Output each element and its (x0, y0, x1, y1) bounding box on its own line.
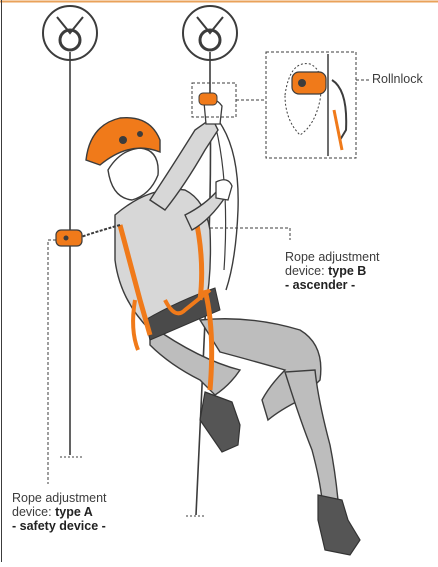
climber-legs (150, 319, 360, 555)
type-b-line1: Rope adjustment (285, 251, 380, 264)
type-a-device-icon (56, 230, 82, 246)
climber-head (86, 118, 160, 200)
rollnlock-icon (292, 72, 326, 94)
type-b-name: type B (328, 264, 366, 278)
right-boot (318, 495, 360, 555)
type-b-line2: device: type B (285, 265, 366, 278)
type-a-line1: Rope adjustment (12, 492, 107, 505)
rollnlock-label: Rollnlock (372, 73, 423, 86)
type-b-line3: - ascender - (285, 279, 355, 292)
anchor-left-icon (43, 6, 97, 60)
type-b-device-icon (199, 93, 217, 105)
type-a-line2: device: type A (12, 506, 93, 519)
anchor-right-icon (183, 6, 237, 60)
type-a-line3: - safety device - (12, 520, 106, 533)
left-boot (200, 392, 240, 452)
type-a-name: type A (55, 505, 93, 519)
type-a-line2-prefix: device: (12, 505, 55, 519)
rollnlock-inset (266, 52, 356, 158)
type-b-line2-prefix: device: (285, 264, 328, 278)
